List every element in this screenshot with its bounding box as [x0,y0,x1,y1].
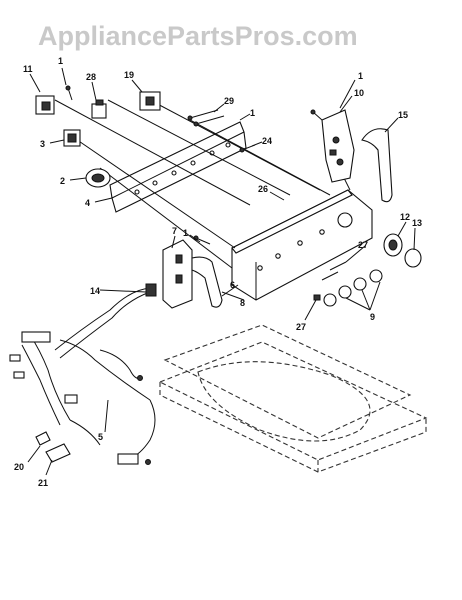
callout-26: 26 [258,184,268,194]
bracket-10 [321,109,355,183]
callout-9: 9 [370,312,375,322]
knob-12 [383,233,403,257]
callout-19: 19 [124,70,134,80]
callout-15: 15 [398,110,408,120]
bracket-7 [162,239,193,309]
screw-1c [310,109,323,121]
callout-10: 10 [354,88,364,98]
clip-20 [35,431,51,446]
callout-3: 3 [40,139,45,149]
callout-21: 21 [38,478,48,488]
callout-8: 8 [240,298,245,308]
callout-2: 2 [60,176,65,186]
knob-13 [404,248,422,268]
springs-27 [313,261,347,301]
screw-1a [65,85,73,101]
callout-6: 6 [230,280,235,290]
callout-27a: 27 [296,322,306,332]
connector-21 [45,443,71,463]
push-buttons-9 [323,269,383,307]
callout-11: 11 [23,64,33,74]
assembly-lines [54,99,351,269]
switch-3 [63,129,81,147]
callout-14: 14 [90,286,100,296]
callout-13: 13 [412,218,422,228]
switch-11 [35,95,55,115]
callout-1b: 1 [250,108,255,118]
wire-harness [9,283,157,465]
callout-1a: 1 [58,56,63,66]
callout-1d: 1 [183,228,188,238]
callout-5: 5 [98,432,103,442]
callout-12: 12 [400,212,410,222]
control-bracket [109,121,247,213]
end-cap-15 [361,128,393,203]
callout-27b: 27 [358,240,368,250]
callout-29: 29 [224,96,234,106]
screws-29 [187,109,225,127]
handle-8 [191,256,223,308]
callout-4: 4 [85,198,90,208]
watermark-text: AppliancePartsPros.com [38,21,358,51]
callout-24: 24 [262,136,272,146]
callout-28: 28 [86,72,96,82]
timer-19 [139,91,161,111]
callout-7: 7 [172,226,177,236]
console-panel [231,189,373,301]
callout-leaders [27,67,416,476]
knob-2 [85,168,111,188]
callout-labels: 11 1 28 19 29 1 24 1 10 15 3 2 4 26 7 1 … [14,56,422,488]
switch-28 [91,99,107,119]
cabinet-top-outline [158,324,428,473]
callout-20: 20 [14,462,24,472]
callout-1c: 1 [358,71,363,81]
